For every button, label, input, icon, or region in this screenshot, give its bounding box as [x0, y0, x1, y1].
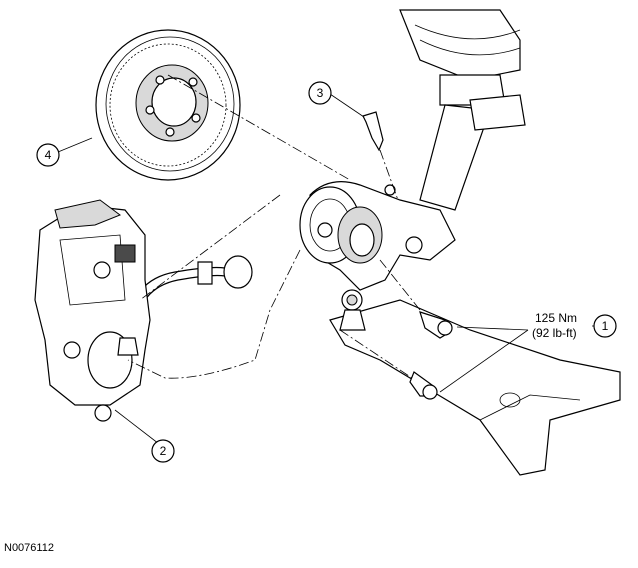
- lower-bolt-lower: [409, 371, 438, 400]
- document-id: N0076112: [4, 542, 54, 554]
- lower-bolt-upper: [419, 311, 453, 339]
- callout-4: 4: [36, 143, 60, 167]
- callout-number: 2: [160, 444, 167, 458]
- callout-number: 4: [45, 148, 52, 162]
- alignment-lines: [127, 74, 421, 379]
- steering-knuckle: [299, 181, 456, 291]
- brake-caliper: [34, 199, 151, 422]
- callout-2: 2: [151, 439, 175, 463]
- brake-rotor: [95, 29, 241, 181]
- retaining-clip: [362, 111, 384, 152]
- torque-nm: 125 Nm: [535, 311, 577, 325]
- callout-leaders: [57, 93, 598, 448]
- callout-number: 3: [317, 86, 324, 100]
- brake-hose: [127, 255, 253, 333]
- callout-3: 3: [308, 81, 332, 105]
- lower-control-arm: [329, 289, 621, 476]
- callout-1: 1: [593, 314, 617, 338]
- callout-number: 1: [602, 319, 609, 333]
- strut-assembly: [399, 9, 526, 211]
- torque-lbft: (92 lb-ft): [532, 326, 577, 340]
